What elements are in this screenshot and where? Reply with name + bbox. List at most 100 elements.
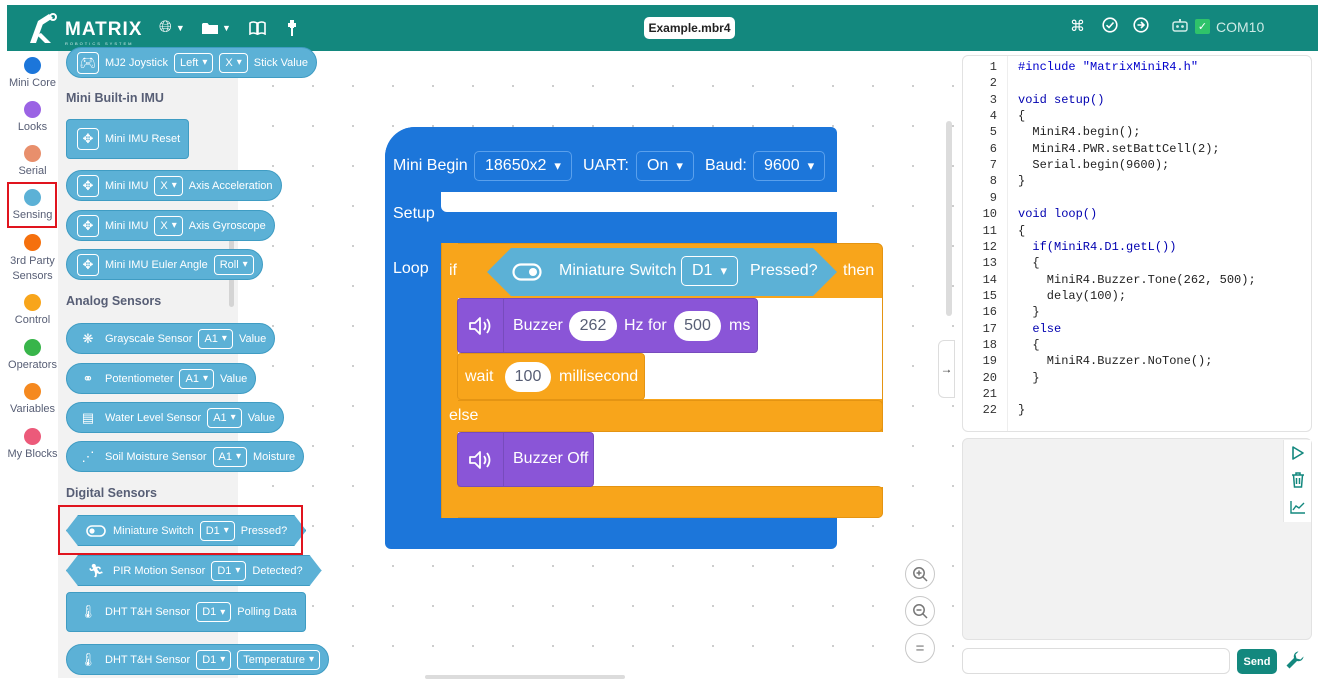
category-serial[interactable]: Serial	[7, 145, 58, 177]
zoom-in-button[interactable]	[905, 559, 935, 589]
person-walking-icon: 🏃︎	[87, 562, 105, 578]
category-3rd-party-sensors[interactable]: 3rd Party Sensors	[7, 234, 58, 284]
plotter-button[interactable]	[1288, 496, 1308, 518]
wait-input[interactable]: 100	[505, 362, 551, 392]
zoom-reset-button[interactable]: =	[905, 633, 935, 663]
category-my-blocks[interactable]: My Blocks	[7, 428, 58, 460]
workspace-horizontal-scrollbar[interactable]	[425, 675, 625, 679]
block-soil-moisture-sensor[interactable]: ⋰ Soil Moisture Sensor A1 Moisture	[66, 441, 305, 472]
if-else-spine	[441, 243, 458, 518]
block-mini-imu-reset[interactable]: ✥ Mini IMU Reset	[66, 119, 190, 159]
category-looks[interactable]: Looks	[7, 101, 58, 133]
file-menu[interactable]: ▼	[202, 16, 231, 40]
miniature-switch-condition[interactable]	[487, 248, 837, 296]
battery-dropdown[interactable]: 18650x2	[474, 151, 572, 181]
joystick-axis-dropdown[interactable]: X	[219, 52, 248, 73]
file-name-tab[interactable]: Example.mbr4	[644, 17, 735, 39]
serial-send-input[interactable]	[962, 648, 1230, 674]
wait-block[interactable]	[457, 353, 645, 400]
port-dropdown[interactable]: D1	[196, 649, 232, 670]
block-dht-polling[interactable]: 🌡︎ DHT T&H Sensor D1 Polling Data	[66, 592, 306, 632]
serial-console[interactable]	[962, 438, 1312, 640]
switch-port-dropdown[interactable]: D1	[681, 256, 738, 286]
block-label: Soil Moisture Sensor	[105, 450, 207, 463]
send-button[interactable]: Send	[1237, 649, 1277, 674]
begin-label: Mini Begin	[393, 157, 468, 174]
dropdown-value: X	[225, 56, 233, 69]
section-title-imu: Mini Built-in IMU	[66, 91, 164, 105]
dropdown-value: D1	[202, 606, 217, 618]
line-text: void loop()	[1018, 207, 1098, 222]
baud-dropdown[interactable]: 9600	[753, 151, 826, 181]
workspace-vertical-scrollbar[interactable]	[946, 121, 952, 316]
line-text: }	[1018, 370, 1040, 385]
block-mini-imu-euler[interactable]: ✥ Mini IMU Euler Angle Roll	[66, 249, 263, 280]
imu-axis-dropdown[interactable]: X	[154, 175, 183, 196]
brand-name: MATRIX	[65, 19, 143, 40]
port-dropdown[interactable]: D1	[196, 602, 232, 622]
port-dropdown[interactable]: A1	[212, 446, 247, 467]
imu-axis-dropdown[interactable]: X	[154, 215, 183, 236]
ms-label: ms	[729, 317, 751, 334]
command-button[interactable]: ⌘	[1070, 17, 1085, 35]
duration-input[interactable]: 500	[674, 311, 721, 341]
block-label: Value	[238, 332, 267, 345]
dht-value-dropdown[interactable]: Temperature	[237, 649, 321, 670]
dropdown-value: Temperature	[243, 653, 306, 666]
category-dot-icon	[24, 294, 41, 311]
line-text: if(MiniR4.D1.getL())	[1018, 239, 1177, 254]
wrench-icon	[1286, 651, 1304, 669]
block-label: Axis Gyroscope	[188, 219, 266, 232]
settings-wrench-button[interactable]	[1285, 650, 1307, 672]
block-grayscale-sensor[interactable]: ❋ Grayscale Sensor A1 Value	[66, 323, 276, 354]
port-dropdown[interactable]: D1	[211, 561, 246, 581]
run-button[interactable]	[1288, 442, 1308, 464]
block-label: Polling Data	[237, 606, 297, 618]
block-miniature-switch[interactable]: Miniature Switch D1 Pressed?	[66, 515, 306, 546]
soil-moisture-icon: ⋰	[81, 448, 95, 464]
brand-tagline: ROBOTICS SYSTEM	[65, 41, 134, 46]
frequency-input[interactable]: 262	[569, 311, 617, 341]
extension-button[interactable]	[287, 16, 297, 40]
dropdown-value: D1	[205, 524, 220, 537]
uart-dropdown[interactable]: On	[636, 151, 694, 181]
block-potentiometer[interactable]: ⚭ Potentiometer A1 Value	[66, 363, 257, 394]
category-sensing[interactable]: Sensing	[7, 189, 58, 221]
line-text: }	[1018, 174, 1026, 189]
joystick-side-dropdown[interactable]: Left	[173, 52, 214, 73]
speaker-icon	[457, 298, 504, 353]
category-mini-core[interactable]: Mini Core	[7, 57, 58, 89]
port-dropdown[interactable]: D1	[200, 521, 235, 541]
block-mini-imu-gyroscope[interactable]: ✥ Mini IMU X Axis Gyroscope	[66, 210, 275, 241]
zoom-out-button[interactable]	[905, 596, 935, 626]
port-dropdown[interactable]: A1	[198, 328, 233, 349]
line-number: 1	[989, 60, 997, 74]
block-dht-temperature[interactable]: 🌡︎ DHT T&H Sensor D1 Temperature	[66, 644, 330, 675]
block-pir-motion-sensor[interactable]: 🏃︎ PIR Motion Sensor D1 Detected?	[66, 555, 322, 586]
tutorials-button[interactable]	[249, 16, 266, 40]
wait-label: wait	[465, 368, 494, 385]
category-variables[interactable]: Variables	[7, 383, 58, 415]
play-icon	[1292, 446, 1304, 460]
block-mini-imu-acceleration[interactable]: ✥ Mini IMU X Axis Acceleration	[66, 170, 282, 201]
block-label: Value	[219, 372, 248, 385]
block-mj2-joystick[interactable]: 🎮︎ MJ2 Joystick Left X Stick Value	[66, 47, 317, 78]
line-text: Serial.begin(9600);	[1018, 158, 1170, 173]
port-dropdown[interactable]: A1	[207, 407, 242, 428]
category-control[interactable]: Control	[7, 294, 58, 326]
setup-slot[interactable]	[441, 192, 837, 212]
line-text: delay(100);	[1018, 288, 1127, 303]
verify-button[interactable]	[1102, 17, 1118, 37]
upload-button[interactable]	[1133, 17, 1149, 37]
euler-axis-dropdown[interactable]: Roll	[213, 254, 254, 275]
port-dropdown[interactable]: A1	[179, 368, 214, 389]
block-water-level-sensor[interactable]: ▤ Water Level Sensor A1 Value	[66, 402, 285, 433]
category-operators[interactable]: Operators	[7, 339, 58, 371]
command-icon: ⌘	[1070, 18, 1085, 35]
collapse-code-panel-button[interactable]: →	[938, 340, 955, 398]
language-menu[interactable]: 🌐︎▼	[159, 16, 185, 40]
dropdown-value: X	[160, 219, 168, 232]
clear-button[interactable]	[1288, 469, 1308, 491]
port-label[interactable]: COM10	[1216, 19, 1265, 35]
